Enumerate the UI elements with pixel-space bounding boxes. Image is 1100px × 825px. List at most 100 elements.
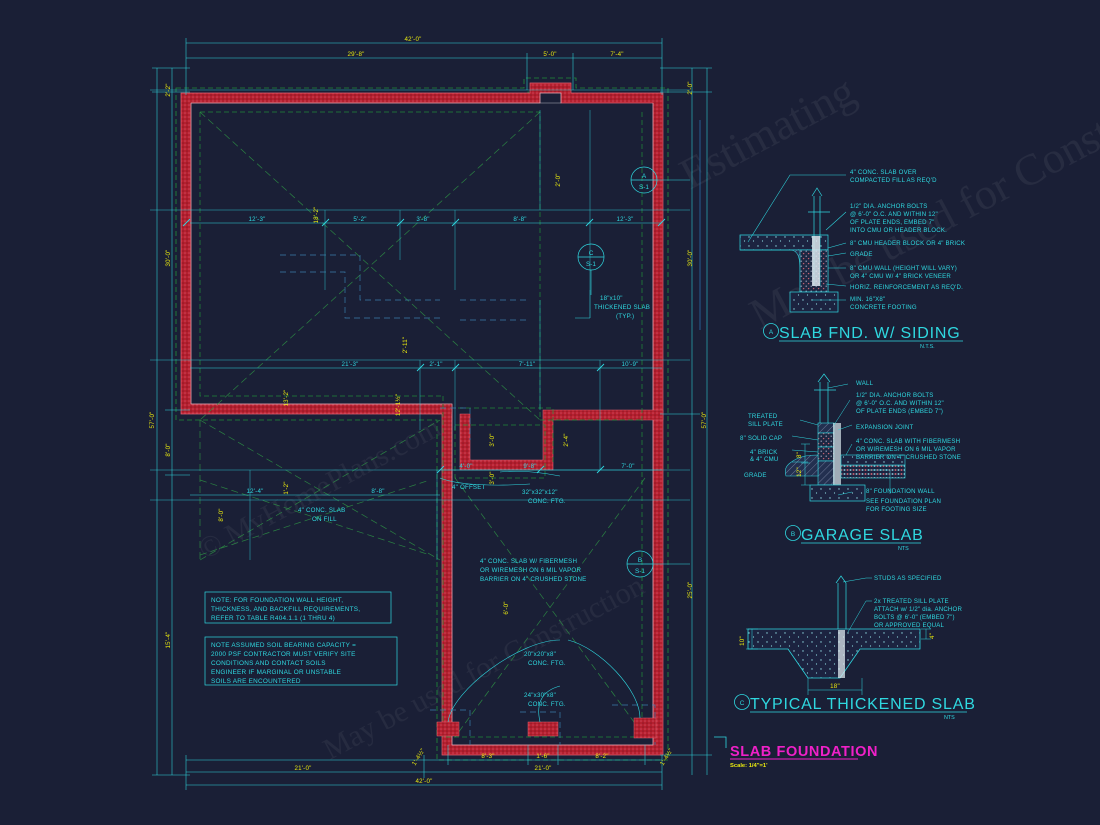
svg-text:ON FILL: ON FILL <box>312 516 337 523</box>
svg-text:2'-2": 2'-2" <box>165 83 172 96</box>
svg-text:18'-2": 18'-2" <box>313 207 320 224</box>
svg-text:21'-0": 21'-0" <box>535 765 552 772</box>
svg-text:8" CMU WALL (HEIGHT WILL VARY): 8" CMU WALL (HEIGHT WILL VARY) <box>850 265 957 272</box>
sheet-title: SLAB FOUNDATION <box>730 744 878 760</box>
svg-text:FOR FOOTING SIZE: FOR FOOTING SIZE <box>866 506 927 513</box>
svg-text:ENGINEER IF MARGINAL OR UNSTAB: ENGINEER IF MARGINAL OR UNSTABLE <box>211 669 341 676</box>
svg-text:GRADE: GRADE <box>850 251 873 258</box>
detail-bubble-b[interactable]: B S-1 <box>626 550 690 578</box>
svg-text:13'-2": 13'-2" <box>283 390 290 407</box>
svg-text:OR WIREMESH ON 6 MIL VAPOR: OR WIREMESH ON 6 MIL VAPOR <box>480 567 581 574</box>
svg-text:THICKENED SLAB: THICKENED SLAB <box>594 304 650 311</box>
svg-text:B: B <box>791 531 795 538</box>
svg-text:GRADE: GRADE <box>744 472 767 479</box>
svg-text:12'-4": 12'-4" <box>247 488 264 495</box>
svg-text:3'-8": 3'-8" <box>416 216 429 223</box>
svg-text:OR WIREMESH ON 6 MIL VAPOR: OR WIREMESH ON 6 MIL VAPOR <box>856 446 956 453</box>
svg-text:8" SOLID CAP: 8" SOLID CAP <box>740 435 782 442</box>
svg-text:4" CONC. SLAB OVER: 4" CONC. SLAB OVER <box>850 169 917 176</box>
svg-text:NOTE: FOR FOUNDATION WALL HEIG: NOTE: FOR FOUNDATION WALL HEIGHT, <box>211 597 343 604</box>
svg-text:WALL: WALL <box>856 380 874 387</box>
svg-text:1'-6": 1'-6" <box>536 753 549 760</box>
svg-text:21'-3": 21'-3" <box>342 361 359 368</box>
svg-text:12'-1½": 12'-1½" <box>395 394 402 416</box>
svg-text:GARAGE SLAB: GARAGE SLAB <box>801 527 924 544</box>
svg-text:A: A <box>642 173 647 180</box>
svg-text:9'-8": 9'-8" <box>523 463 536 470</box>
svg-text:25'-0": 25'-0" <box>687 582 694 599</box>
svg-text:4" OFFSET: 4" OFFSET <box>452 484 486 491</box>
label-footing-24: 24"x30"x8" CONC. FTG. <box>524 692 566 708</box>
svg-text:& 4" CMU: & 4" CMU <box>750 456 778 463</box>
detail-b-garage-slab: WALL 1/2" DIA. ANCHOR BOLTS @ 6'-0" O.C.… <box>740 373 961 552</box>
svg-text:42'-0": 42'-0" <box>416 778 433 785</box>
svg-text:4": 4" <box>929 633 936 639</box>
foundation-plan <box>150 77 690 761</box>
svg-text:NOTE ASSUMED SOIL BEARING CAPA: NOTE ASSUMED SOIL BEARING CAPACITY = <box>211 642 356 649</box>
svg-text:2'-0": 2'-0" <box>555 173 562 186</box>
svg-text:SOILS ARE ENCOUNTERED: SOILS ARE ENCOUNTERED <box>211 678 301 685</box>
svg-text:CONC. FTG.: CONC. FTG. <box>528 660 566 667</box>
svg-text:N.T.S.: N.T.S. <box>920 344 935 350</box>
svg-text:NTS: NTS <box>944 715 955 721</box>
svg-text:OR 4" CMU W/ 4" BRICK VENEER: OR 4" CMU W/ 4" BRICK VENEER <box>850 273 951 280</box>
svg-text:18"x10": 18"x10" <box>600 295 623 302</box>
svg-text:OF PLATE ENDS, EMBED 7": OF PLATE ENDS, EMBED 7" <box>850 219 935 226</box>
detail-bubble-c[interactable]: C S-1 <box>577 243 605 295</box>
label-thickened-slab: 18"x10" THICKENED SLAB (TYP.) <box>575 290 650 320</box>
detail-a-callouts: 4" CONC. SLAB OVER COMPACTED FILL AS REQ… <box>850 169 965 311</box>
svg-text:OR APPROVED EQUAL: OR APPROVED EQUAL <box>874 622 945 629</box>
svg-text:SLAB FND. W/ SIDING: SLAB FND. W/ SIDING <box>779 325 960 342</box>
svg-text:S-1: S-1 <box>586 261 596 268</box>
svg-text:1/2" DIA. ANCHOR BOLTS: 1/2" DIA. ANCHOR BOLTS <box>856 392 934 399</box>
svg-text:CONDITIONS AND CONTACT SOILS: CONDITIONS AND CONTACT SOILS <box>211 660 326 667</box>
svg-text:57'-0": 57'-0" <box>701 412 708 429</box>
label-footing-32: 32"x32"x12" CONC. FTG. <box>522 489 566 505</box>
svg-text:6'-0": 6'-0" <box>503 601 510 614</box>
svg-text:8'-2": 8'-2" <box>595 753 608 760</box>
svg-text:2'-1": 2'-1" <box>429 361 442 368</box>
dimension-lines <box>152 38 712 790</box>
svg-text:3'-0": 3'-0" <box>489 471 496 484</box>
svg-text:2x TREATED SILL PLATE: 2x TREATED SILL PLATE <box>874 598 949 605</box>
detail-b-callouts-left: TREATED SILL PLATE 8" SOLID CAP 4" BRICK… <box>740 413 803 479</box>
interior-partitions <box>280 254 656 745</box>
svg-text:BOLTS @ 6'-0" (EMBED 7"): BOLTS @ 6'-0" (EMBED 7") <box>874 614 955 621</box>
svg-text:10": 10" <box>739 636 746 646</box>
sheet-scale: Scale: 1/4"=1' <box>730 763 768 769</box>
svg-text:4" CONC. SLAB W/ FIBERMESH: 4" CONC. SLAB W/ FIBERMESH <box>480 558 577 565</box>
detail-bubble-a[interactable]: A S-1 <box>630 166 690 194</box>
footing-pads <box>436 717 657 739</box>
svg-text:4" CONC. SLAB: 4" CONC. SLAB <box>298 507 345 514</box>
footing-leaders <box>439 470 641 723</box>
svg-text:8" FOUNDATION WALL: 8" FOUNDATION WALL <box>866 488 935 495</box>
svg-text:2000 PSF CONTRACTOR MUST VERIF: 2000 PSF CONTRACTOR MUST VERIFY SITE <box>211 651 356 658</box>
svg-text:8'-0": 8'-0" <box>218 508 225 521</box>
svg-text:S-1: S-1 <box>639 184 649 191</box>
svg-text:8" CMU HEADER BLOCK OR 4" BRIC: 8" CMU HEADER BLOCK OR 4" BRICK <box>850 240 965 247</box>
svg-text:BARRIER ON 4" CRUSHED STONE: BARRIER ON 4" CRUSHED STONE <box>856 454 961 461</box>
detail-c-title: C TYPICAL THICKENED SLAB NTS <box>734 694 975 721</box>
svg-text:8'-3": 8'-3" <box>481 753 494 760</box>
svg-text:4'-0": 4'-0" <box>459 463 472 470</box>
interior-footing-dashed <box>199 111 643 738</box>
svg-text:MIN. 16"X8": MIN. 16"X8" <box>850 296 885 303</box>
svg-text:@ 6'-0" O.C. AND WITHIN 12": @ 6'-0" O.C. AND WITHIN 12" <box>856 400 944 407</box>
svg-text:HORIZ. REINFORCEMENT AS REQ'D.: HORIZ. REINFORCEMENT AS REQ'D. <box>850 284 963 291</box>
svg-text:4" BRICK: 4" BRICK <box>750 449 777 456</box>
svg-text:THICKNESS, AND BACKFILL REQUIR: THICKNESS, AND BACKFILL REQUIREMENTS, <box>211 606 360 613</box>
svg-text:2'-4": 2'-4" <box>563 433 570 446</box>
svg-text:20"x20"x8": 20"x20"x8" <box>524 651 556 658</box>
svg-text:21'-0": 21'-0" <box>295 765 312 772</box>
svg-text:SEE FOUNDATION PLAN: SEE FOUNDATION PLAN <box>866 498 941 505</box>
svg-text:C: C <box>589 250 594 257</box>
svg-text:7'-4": 7'-4" <box>610 51 623 58</box>
detail-b-title: B GARAGE SLAB NTS <box>785 525 924 552</box>
svg-text:EXPANSION JOINT: EXPANSION JOINT <box>856 424 913 431</box>
svg-text:C: C <box>740 700 745 707</box>
label-footing-20: 20"x20"x8" CONC. FTG. <box>524 651 566 667</box>
slab-diagonals <box>199 111 646 738</box>
svg-text:15'-4": 15'-4" <box>165 632 172 649</box>
svg-text:REFER TO TABLE R404.1.1 (1 THR: REFER TO TABLE R404.1.1 (1 THRU 4) <box>211 615 335 622</box>
svg-text:4" CONC. SLAB WITH FIBERMESH: 4" CONC. SLAB WITH FIBERMESH <box>856 438 960 445</box>
